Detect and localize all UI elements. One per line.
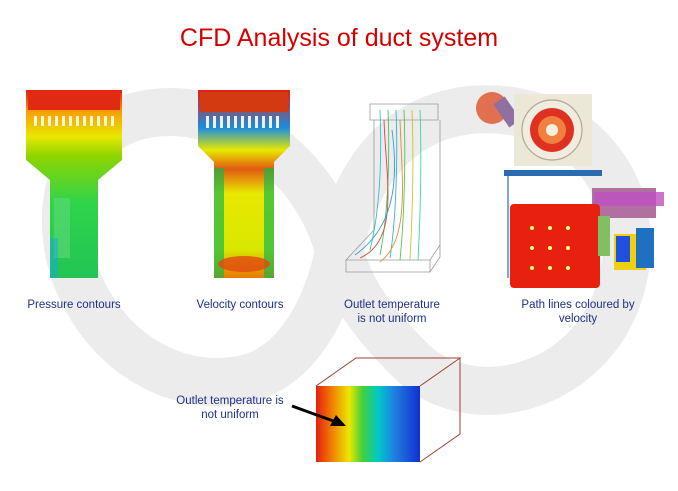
outlet-caption-line2: is not uniform xyxy=(357,313,427,325)
page-title: CFD Analysis of duct system xyxy=(179,24,499,52)
pressure-caption: Pressure contours xyxy=(27,299,121,311)
pathline-duct-image xyxy=(345,103,441,273)
velocity-contour-image xyxy=(198,90,290,278)
block-caption-line2: not uniform xyxy=(201,409,259,421)
block-caption-line1: Outlet temperature is xyxy=(176,395,284,407)
black-arrow-icon xyxy=(291,404,346,426)
pathlines-caption-line1: Path lines coloured by xyxy=(521,299,635,311)
velocity-caption: Velocity contours xyxy=(196,299,284,311)
pathline-system-image xyxy=(476,92,664,288)
outlet-caption-line1: Outlet temperature xyxy=(344,299,440,311)
pressure-contour-image xyxy=(26,90,122,278)
outlet-temperature-block-image xyxy=(315,357,462,463)
pathlines-caption-line2: velocity xyxy=(558,313,598,325)
